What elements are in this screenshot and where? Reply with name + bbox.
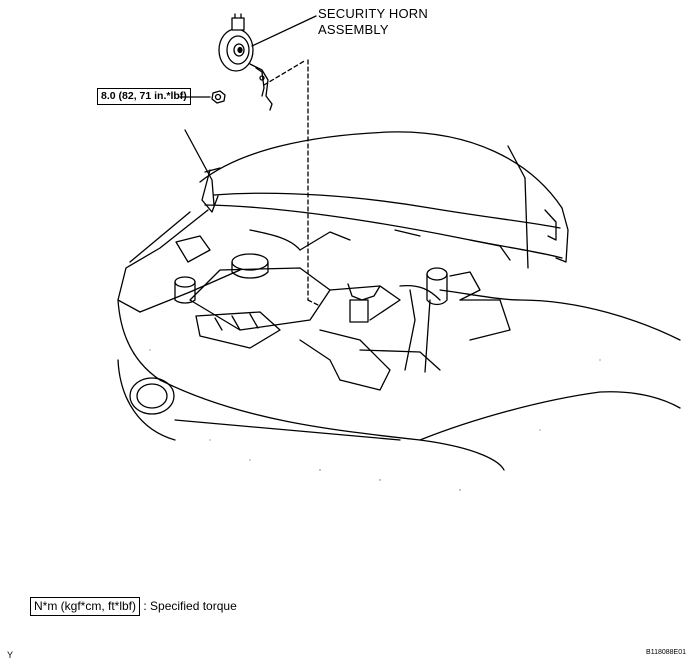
horn-assembly-illustration — [218, 13, 273, 111]
nut-icon — [211, 90, 226, 104]
leader-lines — [179, 15, 321, 307]
horn-assembly-label-line2: ASSEMBLY — [318, 22, 389, 37]
vehicle-body-illustration — [117, 129, 681, 471]
corner-mark: Y — [7, 650, 14, 660]
horn-assembly-label-line1: SECURITY HORN — [318, 6, 428, 21]
figure-id: B118088E01 — [646, 649, 686, 656]
horn-assembly-label: SECURITY HORN ASSEMBLY — [318, 6, 428, 38]
torque-legend-description: : Specified torque — [143, 599, 237, 613]
torque-spec-box: 8.0 (82, 71 in.*lbf) — [97, 88, 191, 105]
torque-units-box: N*m (kgf*cm, ft*lbf) — [30, 597, 141, 616]
paper-speckle — [149, 349, 601, 491]
headlight-illustration — [117, 359, 176, 441]
engine-components — [174, 229, 511, 391]
torque-legend: N*m (kgf*cm, ft*lbf) : Specified torque — [30, 597, 237, 616]
